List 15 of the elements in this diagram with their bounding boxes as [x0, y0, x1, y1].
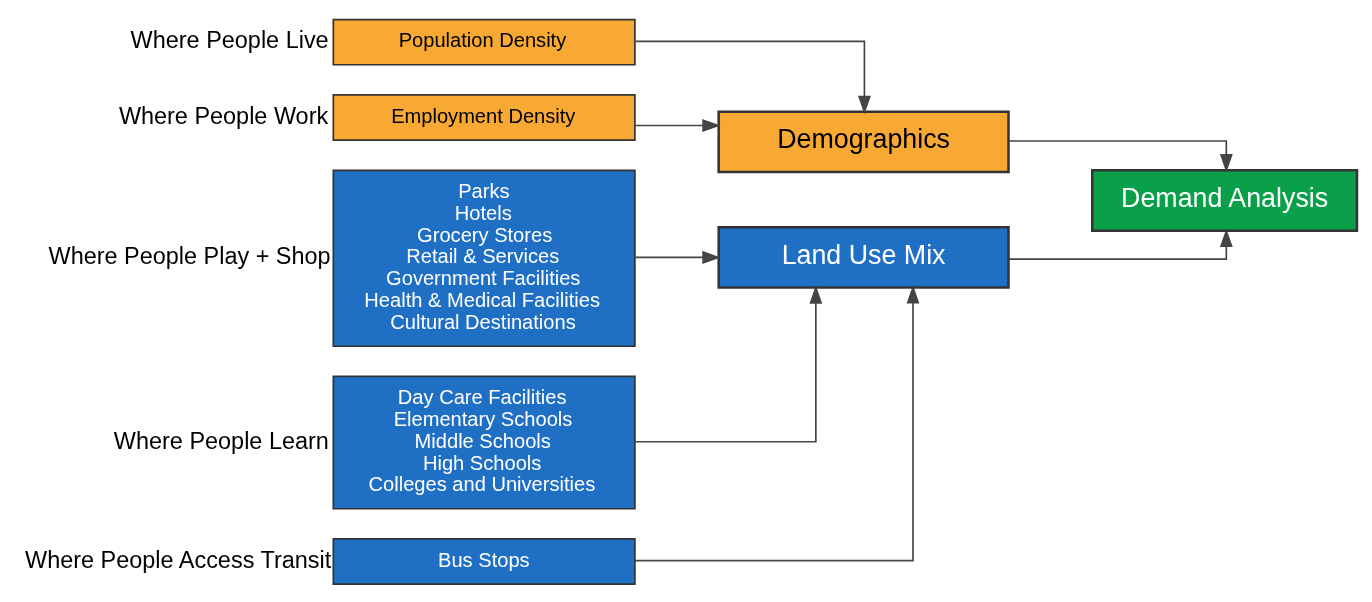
- node-label: Where People Access Transit: [25, 546, 332, 573]
- arrow: [1008, 228, 1233, 260]
- arrow: [634, 285, 920, 562]
- node-box: Demographics: [717, 110, 1010, 174]
- node-label: Where People Learn: [113, 427, 329, 454]
- arrow: [634, 250, 721, 264]
- arrow: [1008, 140, 1233, 173]
- arrow: [634, 285, 823, 443]
- arrow: [634, 119, 721, 132]
- node-label: Where People Play + Shop: [48, 243, 331, 270]
- node-label: Where People Work: [118, 102, 329, 129]
- node-box: Land Use Mix: [717, 226, 1010, 289]
- node-box: Demand Analysis: [1091, 169, 1359, 232]
- node-label: Where People Live: [130, 27, 329, 54]
- arrow: [634, 40, 871, 115]
